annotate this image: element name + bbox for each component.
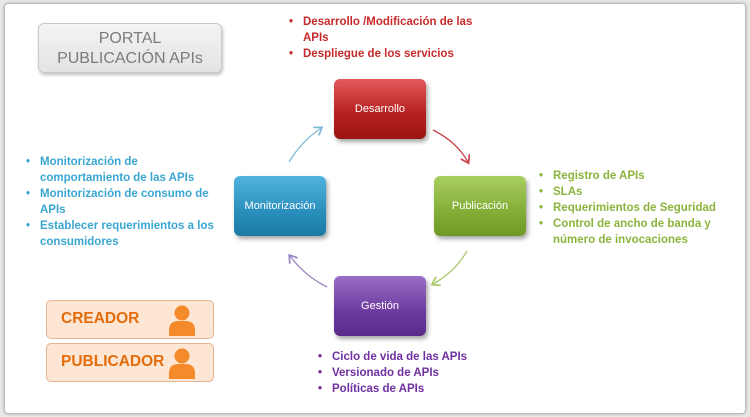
list-item: Requerimientos de Seguridad (535, 200, 745, 216)
node-gestion-label: Gestión (361, 300, 399, 312)
node-monitorizacion-label: Monitorización (244, 200, 316, 212)
list-item: Despliegue de los servicios (285, 46, 495, 62)
node-monitorizacion: Monitorización (234, 176, 326, 236)
list-item: Versionado de APIs (314, 365, 534, 381)
portal-title-line2: PUBLICACIÓN APIs (57, 50, 203, 67)
list-item: Desarrollo /Modificación de las APIs (285, 14, 495, 46)
list-item: Monitorización de comportamiento de las … (22, 154, 222, 186)
arrow-gestion-to-monitorizacion (290, 256, 328, 288)
gestion-list: Ciclo de vida de las APIs Versionado de … (314, 349, 534, 397)
node-publicacion: Publicación (434, 176, 526, 236)
list-item: SLAs (535, 184, 745, 200)
node-desarrollo: Desarrollo (334, 79, 426, 139)
list-item: Ciclo de vida de las APIs (314, 349, 534, 365)
list-item: Establecer requerimientos a los consumid… (22, 218, 222, 250)
role-publicador-label: PUBLICADOR (61, 353, 165, 370)
node-gestion: Gestión (334, 276, 426, 336)
publicacion-list: Registro de APIs SLAs Requerimientos de … (535, 168, 745, 248)
arrow-desarrollo-to-publicacion (432, 129, 468, 162)
list-item: Control de ancho de banda y número de in… (535, 216, 745, 248)
list-item: Registro de APIs (535, 168, 745, 184)
person-icon (169, 305, 195, 336)
desarrollo-list: Desarrollo /Modificación de las APIs Des… (285, 14, 495, 62)
role-creador: CREADOR (46, 300, 214, 339)
role-creador-label: CREADOR (61, 310, 140, 327)
node-publicacion-label: Publicación (451, 200, 509, 212)
list-item: Monitorización de consumo de APIs (22, 186, 222, 218)
cycle-arrows (5, 4, 745, 288)
list-item: Políticas de APIs (314, 381, 534, 397)
portal-title-box: PORTAL PUBLICACIÓN APIs (38, 23, 222, 73)
arrow-monitorizacion-to-desarrollo (288, 128, 321, 163)
node-desarrollo-label: Desarrollo (354, 103, 406, 115)
portal-title-line1: PORTAL (98, 30, 162, 47)
role-publicador: PUBLICADOR (46, 343, 214, 382)
arrow-publicacion-to-gestion (433, 250, 468, 284)
slide-frame: PORTAL PUBLICACIÓN APIs Desarrollo Publi… (4, 3, 746, 414)
monitorizacion-list: Monitorización de comportamiento de las … (22, 154, 222, 250)
person-icon (169, 348, 195, 379)
